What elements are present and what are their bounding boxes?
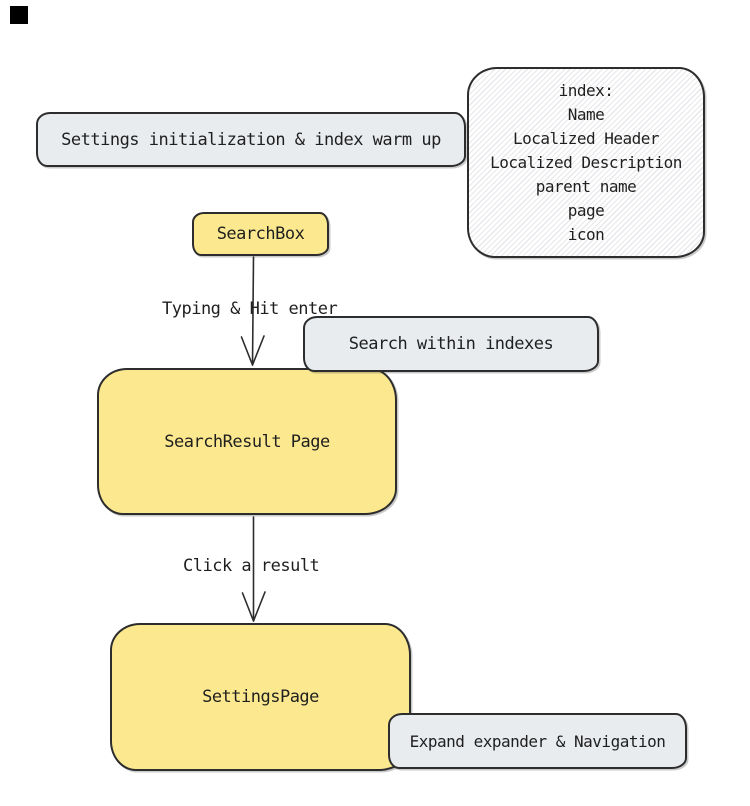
node-index-legend: index: Name Localized Header Localized D…: [467, 67, 705, 258]
node-label: SearchBox: [216, 224, 305, 244]
node-searchbox: SearchBox: [192, 212, 329, 256]
index-item: page: [567, 200, 605, 220]
node-label: Search within indexes: [348, 334, 554, 354]
index-item: Localized Description: [490, 152, 682, 172]
index-item: Localized Header: [512, 128, 660, 148]
node-label: SearchResult Page: [164, 431, 330, 452]
index-item: icon: [567, 224, 605, 244]
down-arrow: [241, 516, 266, 622]
node-label: Settings initialization & index warm up: [61, 129, 441, 150]
edge-label-click: Click a result: [183, 556, 320, 576]
down-arrow: [240, 256, 265, 366]
node-label: Expand expander & Navigation: [409, 731, 666, 751]
node-search-within: Search within indexes: [303, 316, 599, 372]
node-expand-navigation: Expand expander & Navigation: [388, 713, 687, 769]
node-label: SettingsPage: [202, 687, 319, 707]
index-legend-title: index:: [558, 80, 614, 100]
node-settingspage: SettingsPage: [110, 623, 411, 771]
edge-label-typing: Typing & Hit enter: [162, 299, 338, 319]
index-item: Name: [567, 104, 605, 124]
node-settings-init: Settings initialization & index warm up: [36, 112, 466, 167]
index-item: parent name: [535, 176, 637, 196]
black-square-marker: [10, 6, 28, 24]
node-searchresult-page: SearchResult Page: [97, 368, 397, 515]
